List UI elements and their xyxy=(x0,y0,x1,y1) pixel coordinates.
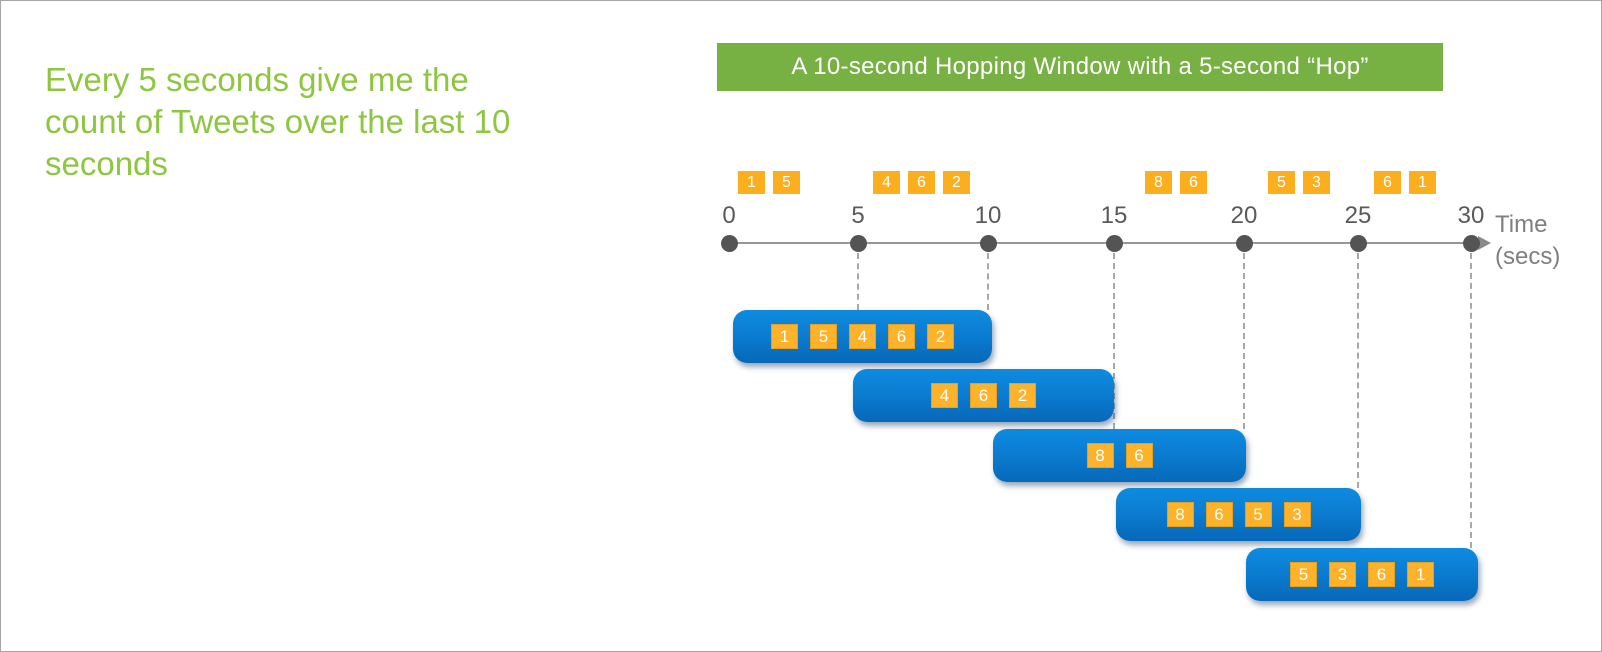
diagram-title: A 10-second Hopping Window with a 5-seco… xyxy=(791,53,1369,80)
window-event-box: 1 xyxy=(1407,562,1434,587)
timeline-event-box: 6 xyxy=(908,171,935,194)
timeline-event-box: 6 xyxy=(1374,171,1401,194)
window-event-box: 8 xyxy=(1086,443,1114,468)
headline-text: Every 5 seconds give me the count of Twe… xyxy=(45,59,510,185)
window-event-box: 3 xyxy=(1283,502,1311,527)
tick-drop-dashed-line xyxy=(987,253,989,310)
headline-line-3: seconds xyxy=(45,145,168,182)
tick-drop-dashed-line xyxy=(1243,253,1245,429)
timeline-tick-dot xyxy=(979,234,997,252)
window-event-box: 8 xyxy=(1166,502,1194,527)
window-event-box: 4 xyxy=(931,383,958,408)
tick-drop-dashed-line xyxy=(1470,253,1472,548)
window-event-box: 5 xyxy=(1244,502,1272,527)
time-axis-label: Time (secs) xyxy=(1495,209,1560,273)
timeline-event-box: 1 xyxy=(1409,171,1436,194)
tick-drop-dashed-line xyxy=(1357,253,1359,488)
timeline-tick-dot xyxy=(1105,234,1123,252)
timeline-tick-label: 25 xyxy=(1344,202,1372,229)
window-event-box: 6 xyxy=(1205,502,1233,527)
headline-line-2: count of Tweets over the last 10 xyxy=(45,103,511,140)
time-axis-arrowhead-icon xyxy=(1478,236,1491,250)
window-event-box: 2 xyxy=(1009,383,1036,408)
tick-drop-dashed-line xyxy=(857,253,859,310)
timeline-event-box: 3 xyxy=(1303,171,1330,194)
timeline-event-box: 1 xyxy=(738,171,765,194)
timeline-event-box: 4 xyxy=(873,171,900,194)
window-event-box: 6 xyxy=(1125,443,1153,468)
window-event-box: 4 xyxy=(849,324,876,349)
time-axis-label-line-2: (secs) xyxy=(1495,243,1561,270)
timeline-event-box: 6 xyxy=(1180,171,1207,194)
timeline-event-box: 2 xyxy=(943,171,970,194)
timeline-tick-label: 10 xyxy=(974,202,1002,229)
window-event-box: 6 xyxy=(888,324,915,349)
timeline-tick-label: 5 xyxy=(851,202,865,229)
timeline-event-box: 8 xyxy=(1145,171,1172,194)
timeline-tick-dot xyxy=(1235,234,1253,252)
window-event-box: 3 xyxy=(1329,562,1356,587)
timeline-tick-dot xyxy=(1349,234,1367,252)
timeline-tick-dot xyxy=(720,234,738,252)
timeline-tick-dot xyxy=(849,234,867,252)
window-event-box: 6 xyxy=(1368,562,1395,587)
timeline-event-box: 5 xyxy=(773,171,800,194)
timeline-event-box: 5 xyxy=(1268,171,1295,194)
timeline-tick-label: 20 xyxy=(1230,202,1258,229)
headline-line-1: Every 5 seconds give me the xyxy=(45,61,469,98)
window-event-box: 5 xyxy=(1290,562,1317,587)
diagram-title-banner: A 10-second Hopping Window with a 5-seco… xyxy=(717,43,1443,91)
timeline-tick-label: 30 xyxy=(1457,202,1485,229)
timeline-tick-label: 0 xyxy=(722,202,736,229)
time-axis-line xyxy=(723,242,1478,244)
timeline-tick-dot xyxy=(1462,234,1480,252)
timeline-tick-label: 15 xyxy=(1100,202,1128,229)
window-event-box: 2 xyxy=(927,324,954,349)
window-event-box: 5 xyxy=(810,324,837,349)
tick-drop-dashed-line xyxy=(1113,253,1115,429)
window-event-box: 6 xyxy=(970,383,997,408)
time-axis-label-line-1: Time xyxy=(1495,211,1548,238)
window-event-box: 1 xyxy=(771,324,798,349)
